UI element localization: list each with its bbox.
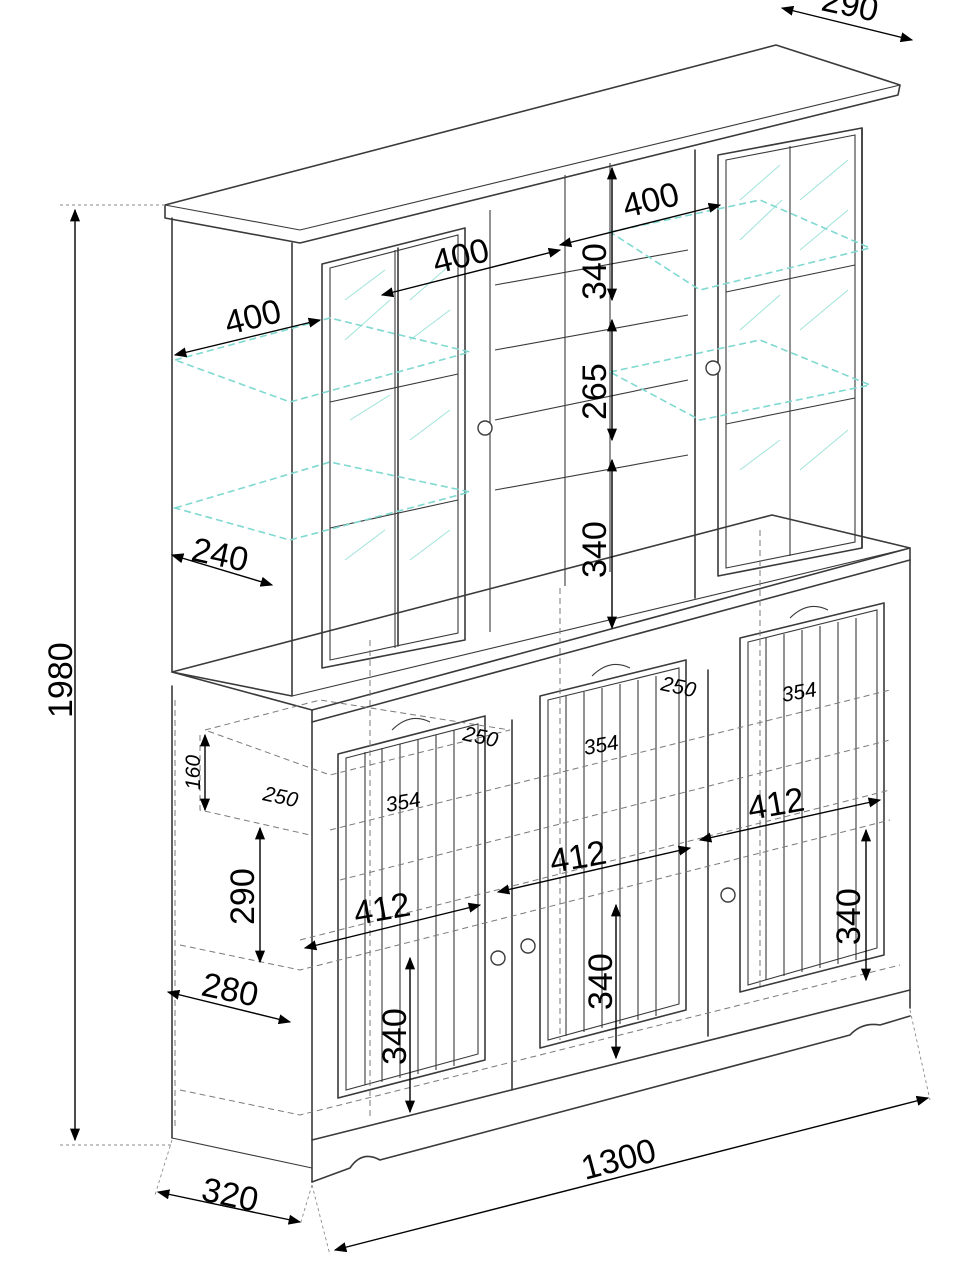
right-glass-door [717, 127, 863, 577]
dimension-lines [60, 5, 931, 1256]
label-lower-right-height: 340 [830, 888, 868, 945]
label-lower-right-width: 412 [745, 781, 807, 828]
label-lower-middle-width: 412 [547, 834, 609, 881]
dimension-labels: 1980 1300 320 290 240 280 400 400 400 34… [42, 0, 882, 1220]
label-drawer-depth-left2: 250 [460, 722, 500, 752]
label-upper-shelf-middle: 400 [429, 231, 493, 282]
label-drawer-depth-left: 250 [260, 782, 300, 812]
label-lower-side-depth: 280 [198, 966, 261, 1015]
label-upper-gap-top: 340 [576, 243, 614, 300]
knob-icon [720, 887, 736, 903]
lower-cabinet [171, 514, 911, 1183]
knob-icon [477, 420, 493, 436]
label-width-total: 1300 [577, 1131, 660, 1187]
label-height-total: 1980 [42, 642, 80, 718]
label-drawer-width-middle: 354 [582, 731, 621, 760]
label-upper-shelf-right: 400 [619, 175, 683, 226]
label-lower-left-width: 412 [351, 886, 413, 933]
knob-icon [705, 360, 721, 376]
knob-icon [520, 938, 536, 954]
upper-hutch [164, 44, 911, 697]
left-glass-door [321, 227, 466, 669]
label-drawer-width-left: 354 [384, 788, 423, 817]
label-lower-left-height: 340 [376, 1008, 414, 1065]
label-drawer-depth-middle: 250 [658, 672, 698, 702]
label-upper-gap-middle: 265 [576, 363, 614, 420]
label-lower-middle-height: 340 [582, 953, 620, 1010]
label-upper-side-depth: 240 [188, 531, 251, 580]
label-side-gap: 290 [224, 868, 262, 925]
label-drawer-height: 160 [182, 755, 205, 790]
knob-icon [490, 950, 506, 966]
label-drawer-width-right: 354 [780, 678, 819, 707]
label-upper-gap-bottom: 340 [576, 521, 614, 578]
label-upper-shelf-left: 400 [221, 292, 285, 343]
label-base-depth: 320 [198, 1171, 261, 1220]
